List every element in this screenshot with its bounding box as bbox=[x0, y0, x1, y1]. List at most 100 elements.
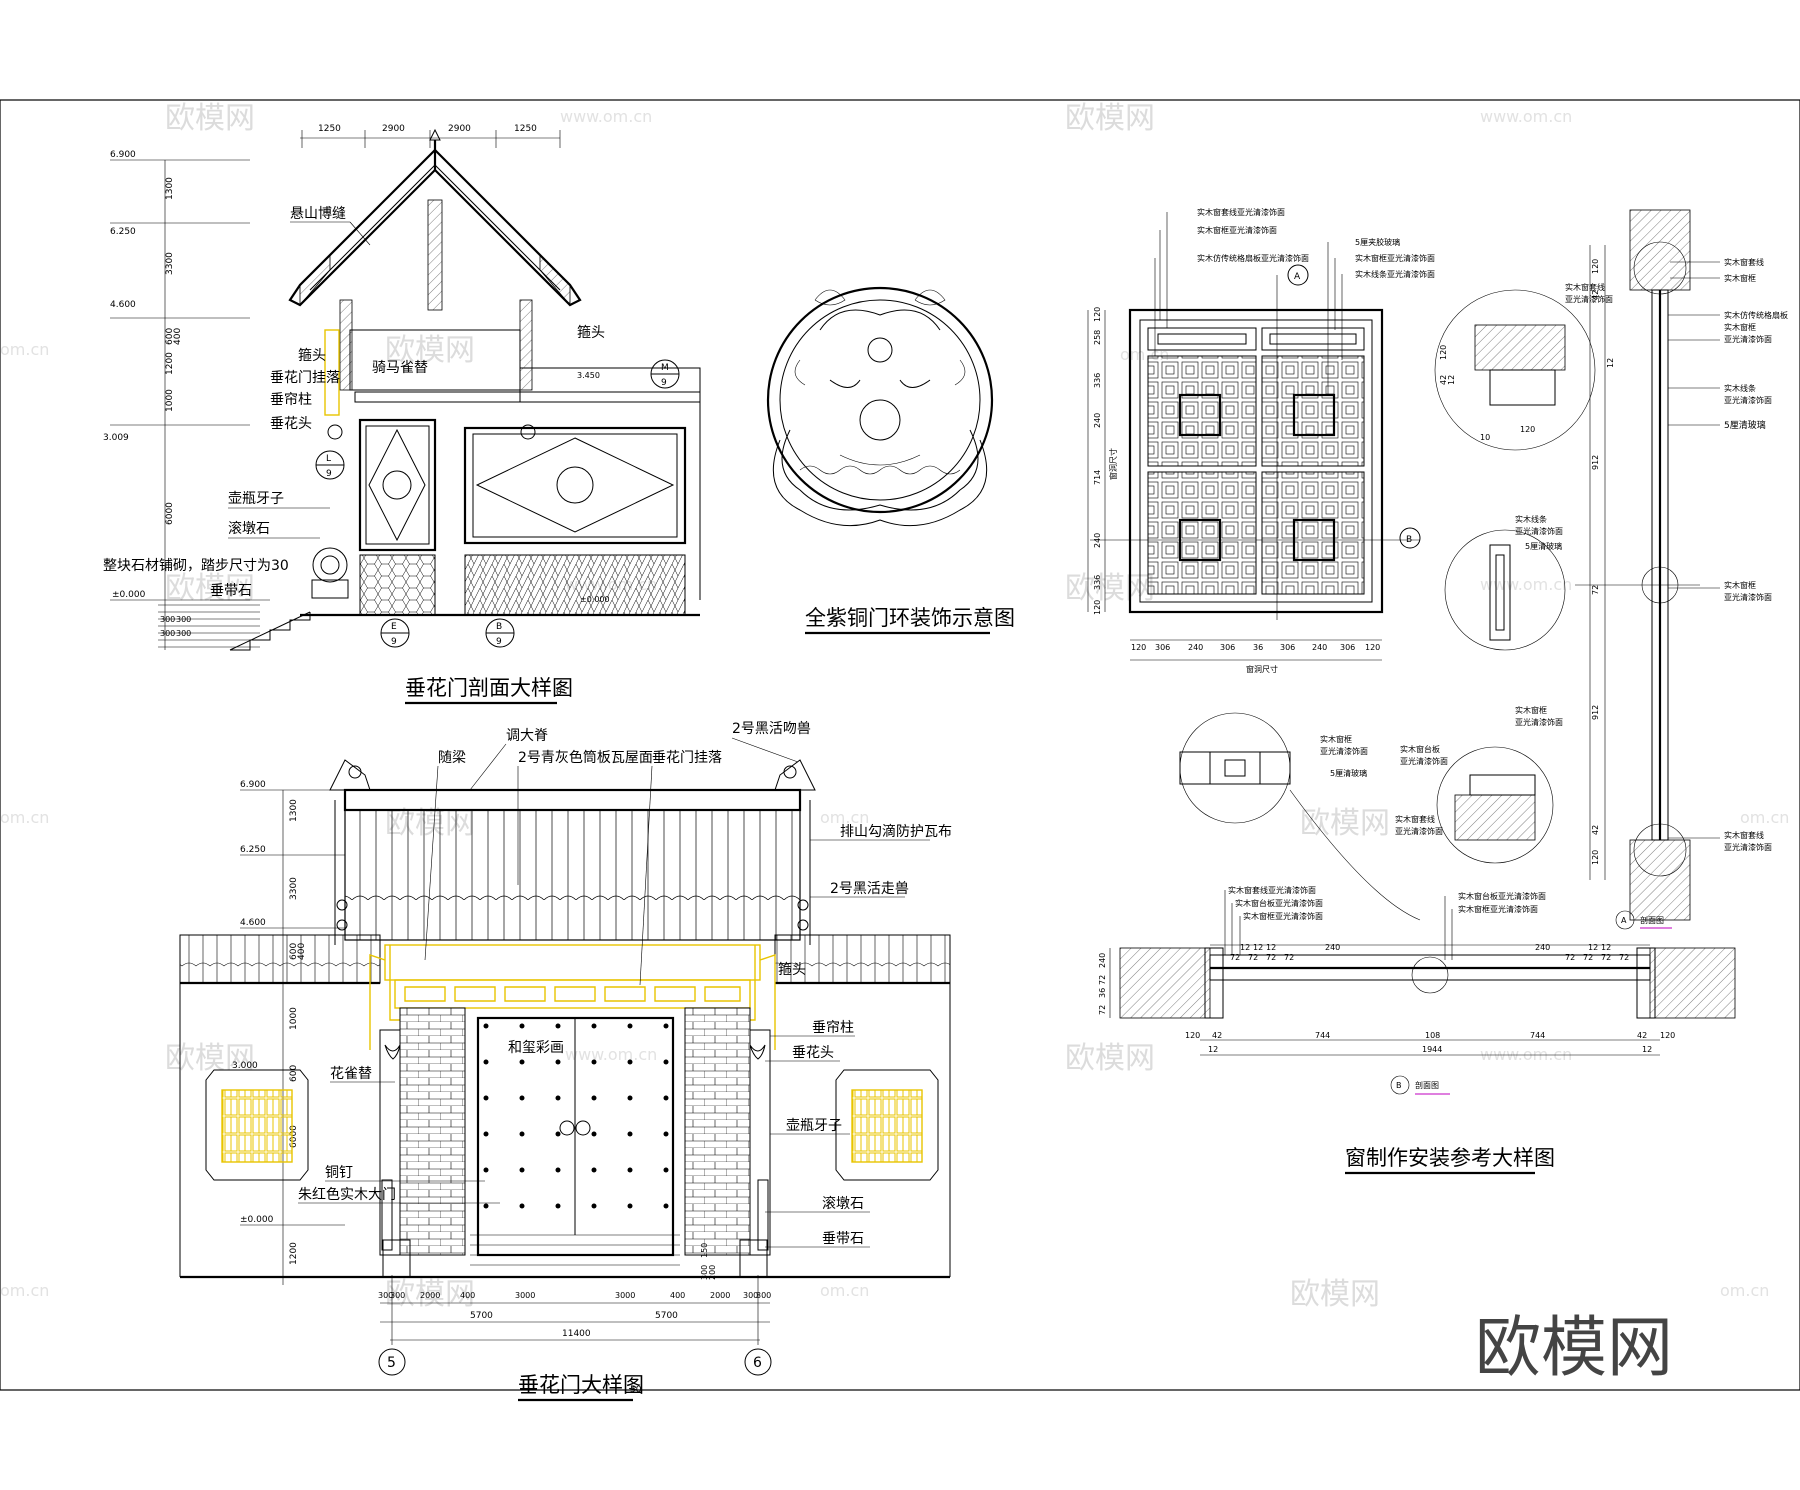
dim: 300 bbox=[160, 615, 175, 624]
section-marker: A bbox=[1294, 272, 1301, 282]
drawing-title: 窗制作安装参考大样图 bbox=[1345, 1146, 1555, 1170]
note: 实木仿传统格扇板亚光清漆饰面 bbox=[1197, 253, 1309, 263]
label: 滚墩石 bbox=[228, 520, 270, 537]
note: 亚光清漆饰面 bbox=[1395, 826, 1443, 836]
dim: 2000 bbox=[710, 1291, 730, 1300]
note: 亚光清漆饰面 bbox=[1724, 395, 1772, 405]
watermark-brand: 欧模网 bbox=[165, 101, 255, 136]
dim: 6000 bbox=[165, 502, 175, 525]
label: 滚墩石 bbox=[822, 1195, 864, 1212]
label: 垂花头 bbox=[270, 416, 312, 432]
note: 实木窗框 bbox=[1724, 580, 1756, 590]
dim: 240 bbox=[1325, 943, 1340, 952]
dim: 3000 bbox=[515, 1291, 535, 1300]
dim: 306 bbox=[1340, 643, 1355, 652]
label: 排山勾滴防护瓦布 bbox=[840, 823, 952, 840]
elevation: ±0.000 bbox=[112, 590, 146, 600]
callout-letter: L bbox=[326, 454, 331, 464]
dim: 300 bbox=[756, 1291, 771, 1300]
watermark-brand: 欧模网 bbox=[1065, 101, 1155, 136]
dim: 10 bbox=[1480, 433, 1490, 442]
note: 亚光清漆饰面 bbox=[1515, 717, 1563, 727]
elevation: 4.600 bbox=[110, 300, 136, 310]
dim: 400 bbox=[460, 1291, 475, 1300]
watermark-url: om.cn bbox=[820, 808, 869, 827]
dim: 306 bbox=[1220, 643, 1235, 652]
axis-marker: 5 bbox=[387, 1355, 396, 1371]
label: 垂花门挂落 bbox=[652, 750, 722, 766]
dim: 400 bbox=[670, 1291, 685, 1300]
dim: 1000 bbox=[289, 1007, 299, 1030]
dim: 72 bbox=[1230, 953, 1240, 962]
section-marker: A bbox=[1621, 916, 1627, 925]
dim: 42 bbox=[1212, 1031, 1222, 1040]
dim: 336 bbox=[1093, 373, 1102, 388]
note: 实木窗套线 bbox=[1565, 282, 1605, 292]
watermark-url: om.cn bbox=[0, 1281, 49, 1300]
dim: 300 bbox=[390, 1291, 405, 1300]
dim: 72 bbox=[1591, 585, 1600, 595]
window-drawing: A B 120 258 336 240 714 240 336 120 窗洞尺寸… bbox=[1087, 207, 1788, 1175]
dim: 72 bbox=[1266, 953, 1276, 962]
dim: 12 bbox=[1601, 943, 1611, 952]
dim: 306 bbox=[1280, 643, 1295, 652]
dim: 120 bbox=[1131, 643, 1146, 652]
elevation: 6.250 bbox=[110, 227, 136, 237]
elevation: ±0.000 bbox=[240, 1215, 274, 1225]
drawing-title: 垂花门剖面大样图 bbox=[405, 676, 573, 700]
elevation: 6.250 bbox=[240, 845, 266, 855]
dim: 2000 bbox=[420, 1291, 440, 1300]
note: 实木窗套线亚光清漆饰面 bbox=[1228, 885, 1316, 895]
dim: 72 bbox=[1098, 975, 1107, 985]
label: 垂花门挂落 bbox=[270, 370, 340, 386]
watermark-url: om.cn bbox=[1720, 1281, 1769, 1300]
note: 实木窗框 bbox=[1320, 734, 1352, 744]
note: 亚光清漆饰面 bbox=[1320, 746, 1368, 756]
callout-number: 9 bbox=[496, 637, 502, 647]
label: 垂花头 bbox=[792, 1045, 834, 1061]
dim: 1300 bbox=[165, 177, 175, 200]
dim: 108 bbox=[1425, 1031, 1440, 1040]
section-marker: B bbox=[1396, 1081, 1402, 1090]
dim: 714 bbox=[1093, 470, 1102, 485]
dim: 300 bbox=[160, 629, 175, 638]
dim: 120 bbox=[1093, 600, 1102, 615]
note: 实木线条 bbox=[1724, 383, 1756, 393]
label: 和玺彩画 bbox=[508, 1040, 564, 1056]
dim: 3300 bbox=[289, 877, 299, 900]
label: 2号黑活走兽 bbox=[830, 881, 909, 897]
note: 实木窗套线亚光清漆饰面 bbox=[1197, 207, 1285, 217]
elevation-drawing: 6.900 6.250 4.600 3.000 ±0.000 1300 3300… bbox=[179, 721, 952, 1402]
dim: 2900 bbox=[382, 124, 405, 134]
dim: 400 bbox=[173, 328, 183, 345]
dim: 120 bbox=[1439, 345, 1448, 360]
dim: 600 bbox=[289, 1065, 299, 1082]
note: 实木窗框亚光清漆饰面 bbox=[1355, 253, 1435, 263]
callout-number: 9 bbox=[661, 378, 667, 388]
dim: 36 bbox=[1253, 643, 1263, 652]
dim: 600 bbox=[165, 328, 175, 345]
drawing-title: 全紫铜门环装饰示意图 bbox=[805, 606, 1015, 630]
note: 实木窗框亚光清漆饰面 bbox=[1243, 911, 1323, 921]
label: 铜钉 bbox=[325, 1165, 353, 1181]
overall-label: 窗洞尺寸 bbox=[1108, 448, 1118, 480]
overall-label: 窗洞尺寸 bbox=[1246, 664, 1278, 674]
dim: 72 bbox=[1601, 953, 1611, 962]
dim: 240 bbox=[1535, 943, 1550, 952]
elevation-mark: ±0.000 bbox=[580, 595, 610, 604]
note: 实木窗台板亚光清漆饰面 bbox=[1458, 891, 1546, 901]
label: 随梁 bbox=[438, 750, 466, 766]
dim: 744 bbox=[1315, 1031, 1330, 1040]
dim: 12 bbox=[1253, 943, 1263, 952]
dim: 258 bbox=[1093, 330, 1102, 345]
note: 亚光清漆饰面 bbox=[1400, 756, 1448, 766]
elevation: 6.900 bbox=[240, 780, 266, 790]
drawing-title: 垂花门大样图 bbox=[518, 1373, 644, 1397]
dim: 1200 bbox=[289, 1242, 299, 1265]
dim: 120 bbox=[1365, 643, 1380, 652]
section-marker: B bbox=[1406, 535, 1412, 545]
label: 垂帘柱 bbox=[270, 392, 312, 408]
dim: 912 bbox=[1591, 455, 1600, 470]
section-label: 剖面图 bbox=[1640, 915, 1664, 925]
watermark-url: om.cn bbox=[1740, 808, 1789, 827]
